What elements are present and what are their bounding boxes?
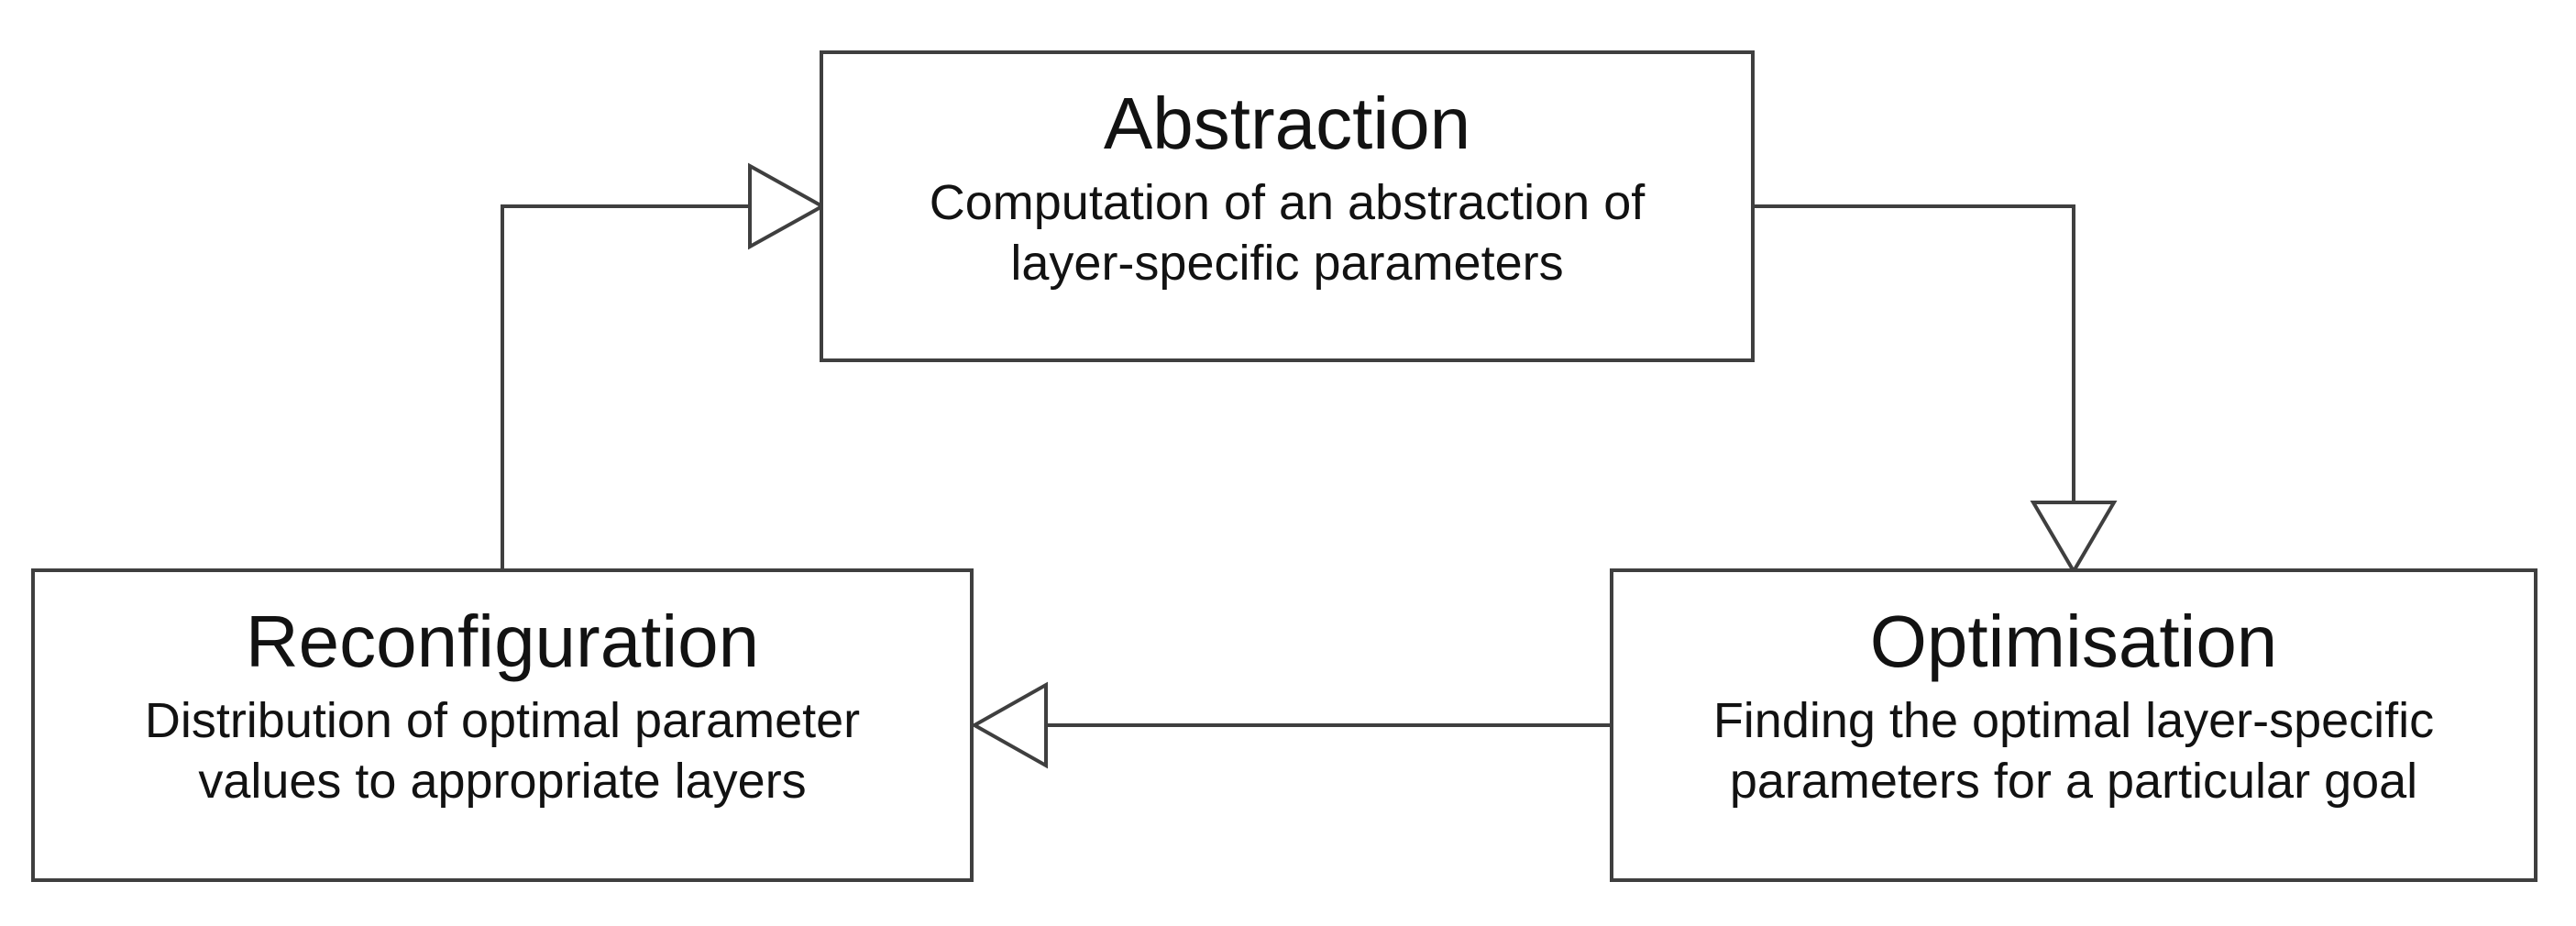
- edge-reconfiguration-to-abstraction-line: [501, 204, 750, 570]
- description-line: layer-specific parameters: [1010, 235, 1564, 291]
- arrow-reconfiguration-to-abstraction: [501, 162, 827, 570]
- node-abstraction: Abstraction Computation of an abstractio…: [820, 50, 1755, 362]
- arrow-abstraction-to-optimisation: [1753, 204, 2118, 575]
- node-optimisation-title: Optimisation: [1869, 601, 2278, 682]
- node-abstraction-title: Abstraction: [1103, 83, 1471, 164]
- node-reconfiguration: Reconfiguration Distribution of optimal …: [31, 568, 974, 882]
- node-abstraction-description: Computation of an abstraction of layer-s…: [823, 173, 1751, 294]
- arrowhead-right-icon: [748, 162, 827, 250]
- description-line: Finding the optimal layer-specific: [1712, 693, 2435, 748]
- arrow-optimisation-to-reconfiguration: [970, 681, 1613, 769]
- description-line: Computation of an abstraction of: [929, 175, 1646, 230]
- node-optimisation: Optimisation Finding the optimal layer-s…: [1610, 568, 2537, 882]
- arrowhead-left-icon: [970, 681, 1048, 769]
- description-line: Distribution of optimal parameter: [144, 693, 861, 748]
- description-line: parameters for a particular goal: [1729, 753, 2418, 809]
- node-optimisation-description: Finding the optimal layer-specific param…: [1613, 691, 2534, 812]
- description-line: values to appropriate layers: [198, 753, 807, 809]
- node-reconfiguration-description: Distribution of optimal parameter values…: [35, 691, 970, 812]
- arrowhead-down-icon: [2030, 501, 2118, 575]
- edge-abstraction-to-optimisation-line: [1753, 204, 2075, 502]
- node-reconfiguration-title: Reconfiguration: [245, 601, 760, 682]
